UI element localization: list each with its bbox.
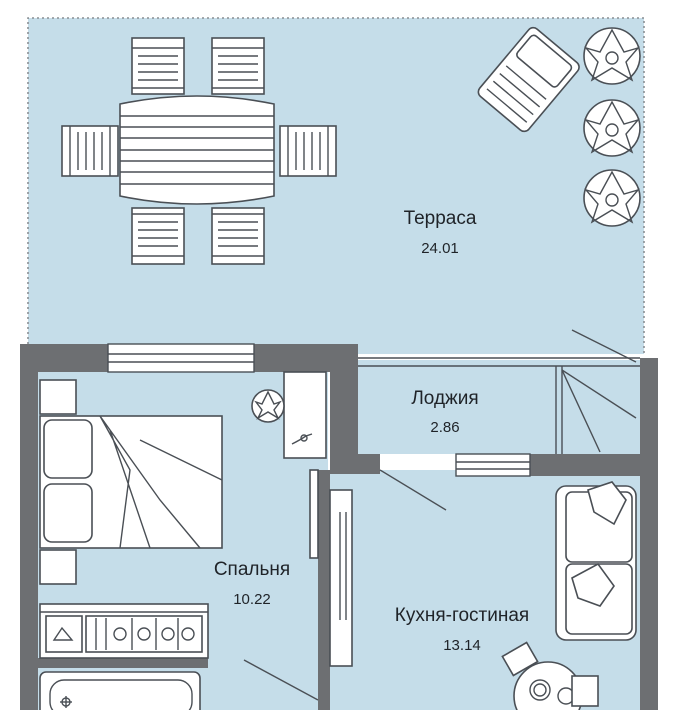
plant-icon-2	[583, 99, 641, 157]
wall-partition	[318, 470, 330, 710]
wardrobe-icon	[283, 371, 327, 459]
chair-icon-bottom-right	[211, 207, 265, 265]
plant-icon-1	[583, 27, 641, 85]
chair-icon-top-left	[131, 37, 185, 95]
lounger-icon	[477, 26, 580, 133]
stove-icon	[85, 615, 203, 653]
wall-right	[640, 358, 658, 710]
sofa-icon	[555, 481, 637, 641]
label-bedroom: Спальня 10.22	[214, 559, 290, 608]
bathtub-icon	[39, 671, 201, 710]
chair-icon-left	[61, 125, 119, 177]
plant-icon-3	[583, 169, 641, 227]
room-name-kitchen-living: Кухня-гостиная	[395, 605, 529, 626]
label-kitchen-living: Кухня-гостиная 13.14	[395, 605, 529, 654]
nightstand-icon	[39, 379, 77, 585]
room-area-bedroom: 10.22	[233, 591, 271, 608]
walls	[20, 344, 658, 710]
sink-icon	[45, 615, 83, 653]
door-swing-icon-loggia-entry	[379, 469, 447, 511]
wall-kitchen-top	[530, 454, 640, 476]
label-loggia: Лоджия 2.86	[411, 388, 478, 436]
chair-icon-top-right	[211, 37, 265, 95]
dining-set-icon	[501, 641, 599, 710]
room-name-bedroom: Спальня	[214, 559, 290, 580]
wall-bath-top	[36, 658, 208, 668]
door-swing-icon-loggia-2	[561, 369, 637, 419]
bed-icon	[39, 415, 223, 549]
door-swing-icon-bedroom	[243, 659, 319, 701]
dining-table-icon	[119, 95, 275, 205]
built-in-closet	[329, 489, 353, 667]
room-area-kitchen-living: 13.14	[443, 637, 481, 654]
chair-icon-right	[279, 125, 337, 177]
door-swing-icon-loggia	[561, 369, 601, 453]
wall-divider-top	[330, 454, 380, 474]
door-swing-icon-terrace	[571, 329, 637, 363]
wall-left	[20, 344, 38, 710]
label-terrace: Терраса 24.01	[404, 208, 477, 257]
terrace-boundary	[27, 17, 645, 354]
table-slats	[120, 115, 274, 185]
window-icon-bedroom	[107, 343, 255, 373]
door-frame-bedroom	[309, 469, 319, 559]
plant-icon-bedroom	[251, 389, 285, 423]
loggia-floor	[358, 360, 640, 454]
room-area-loggia: 2.86	[430, 419, 459, 436]
room-name-terrace: Терраса	[404, 208, 477, 229]
room-area-terrace: 24.01	[421, 240, 459, 257]
wall-bedroom-right	[330, 344, 358, 470]
loggia-railing	[358, 357, 640, 454]
room-name-loggia: Лоджия	[411, 388, 478, 409]
window-icon-kitchen	[455, 453, 531, 477]
chair-icon-bottom-left	[131, 207, 185, 265]
